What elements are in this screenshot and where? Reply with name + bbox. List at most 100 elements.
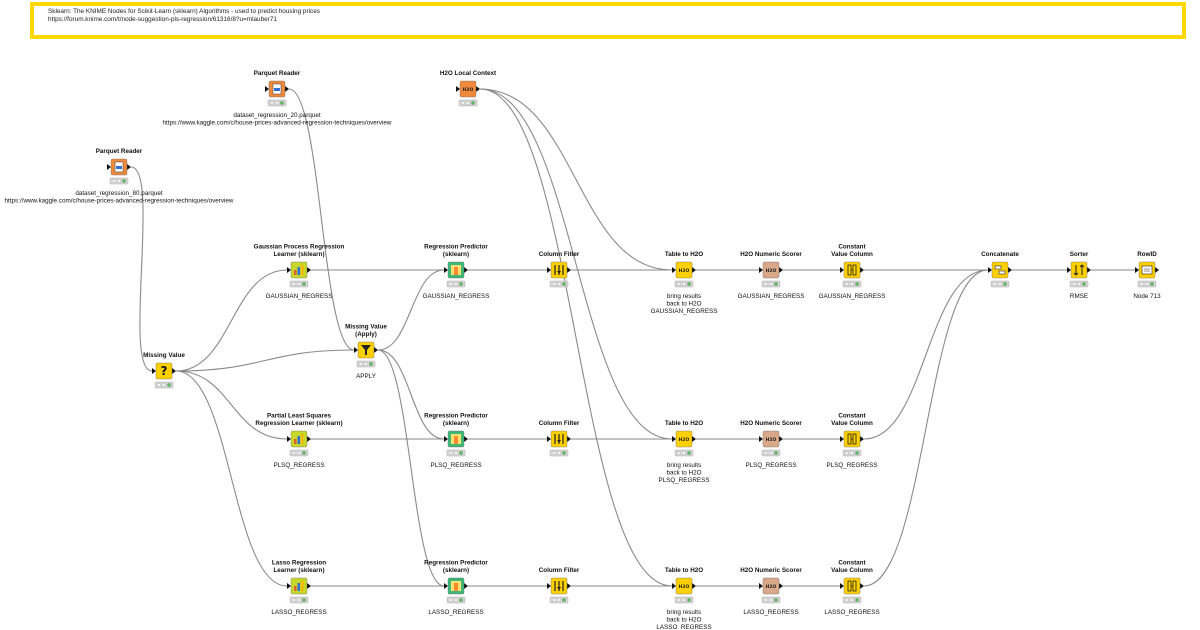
output-port[interactable] bbox=[476, 86, 480, 92]
output-port[interactable] bbox=[374, 347, 378, 353]
input-port[interactable] bbox=[547, 267, 551, 273]
connection-missing_value-gpr_learner[interactable] bbox=[175, 269, 288, 372]
input-port[interactable] bbox=[265, 86, 269, 92]
node-parquet-reader-top[interactable]: Parquet Readerdataset_regression_20.parq… bbox=[163, 70, 392, 127]
input-port[interactable] bbox=[444, 267, 448, 273]
node-parquet-reader-left[interactable]: Parquet Readerdataset_regression_80.parq… bbox=[5, 148, 234, 205]
output-port[interactable] bbox=[860, 436, 864, 442]
input-port[interactable] bbox=[840, 436, 844, 442]
input-port[interactable] bbox=[840, 583, 844, 589]
output-port[interactable] bbox=[567, 436, 571, 442]
output-port[interactable] bbox=[1155, 267, 1159, 273]
output-port[interactable] bbox=[692, 583, 696, 589]
output-port[interactable] bbox=[307, 267, 311, 273]
input-port[interactable] bbox=[759, 267, 763, 273]
input-port[interactable] bbox=[287, 436, 291, 442]
node-concatenate[interactable]: Concatenate bbox=[981, 251, 1019, 288]
input-port[interactable] bbox=[672, 436, 676, 442]
node-column-filter-1[interactable]: Column Filter bbox=[539, 251, 580, 288]
input-port[interactable] bbox=[456, 86, 460, 92]
input-port[interactable] bbox=[759, 436, 763, 442]
input-port[interactable] bbox=[759, 583, 763, 589]
node-body[interactable] bbox=[155, 362, 173, 380]
output-port[interactable] bbox=[860, 267, 864, 273]
input-port[interactable] bbox=[672, 583, 676, 589]
connection-h2o_local_context-table_to_h2o_2[interactable] bbox=[479, 88, 673, 440]
node-body[interactable] bbox=[1070, 261, 1088, 279]
output-port[interactable] bbox=[1087, 267, 1091, 273]
output-port[interactable] bbox=[779, 583, 783, 589]
node-predictor-1[interactable]: Regression Predictor(sklearn)GAUSSIAN_RE… bbox=[423, 244, 490, 301]
output-port[interactable] bbox=[779, 436, 783, 442]
output-port[interactable] bbox=[779, 267, 783, 273]
input-port[interactable] bbox=[287, 583, 291, 589]
node-body[interactable] bbox=[675, 430, 693, 448]
input-port[interactable] bbox=[988, 267, 992, 273]
input-port[interactable] bbox=[672, 267, 676, 273]
input-port[interactable] bbox=[547, 436, 551, 442]
node-body[interactable] bbox=[675, 261, 693, 279]
node-body[interactable] bbox=[675, 577, 693, 595]
workflow-annotation[interactable]: Sklearn: The KNIME Nodes for Scikit-Lear… bbox=[30, 2, 1186, 39]
output-port[interactable] bbox=[692, 436, 696, 442]
node-predictor-3[interactable]: Regression Predictor(sklearn)LASSO_REGRE… bbox=[424, 560, 488, 617]
output-port[interactable] bbox=[285, 86, 289, 92]
node-predictor-2[interactable]: Regression Predictor(sklearn)PLSQ_REGRES… bbox=[424, 413, 488, 470]
node-missing-value-apply[interactable]: Missing Value(Apply)APPLY bbox=[345, 324, 387, 381]
node-body[interactable] bbox=[762, 261, 780, 279]
input-port[interactable] bbox=[1135, 267, 1139, 273]
input-port[interactable] bbox=[547, 583, 551, 589]
node-column-filter-2[interactable]: Column Filter bbox=[539, 420, 580, 457]
connection-h2o_local_context-table_to_h2o_1[interactable] bbox=[479, 88, 673, 271]
node-body[interactable] bbox=[991, 261, 1009, 279]
input-port[interactable] bbox=[107, 164, 111, 170]
output-port[interactable] bbox=[307, 436, 311, 442]
output-port[interactable] bbox=[692, 267, 696, 273]
input-port[interactable] bbox=[840, 267, 844, 273]
output-port[interactable] bbox=[464, 583, 468, 589]
input-port[interactable] bbox=[444, 583, 448, 589]
connection-missing_value_apply-predictor_3[interactable] bbox=[377, 349, 445, 587]
connection-missing_value_apply-predictor_2[interactable] bbox=[377, 349, 445, 440]
output-port[interactable] bbox=[860, 583, 864, 589]
output-port[interactable] bbox=[464, 436, 468, 442]
output-port[interactable] bbox=[567, 583, 571, 589]
input-port[interactable] bbox=[152, 368, 156, 374]
connection-parquet_reader_left-missing_value[interactable] bbox=[130, 166, 153, 372]
input-port[interactable] bbox=[354, 347, 358, 353]
node-column-filter-3[interactable]: Column Filter bbox=[539, 567, 580, 604]
connection-parquet_reader_top-missing_value_apply[interactable] bbox=[288, 88, 355, 351]
node-body[interactable] bbox=[762, 577, 780, 595]
connection-missing_value-missing_value_apply[interactable] bbox=[175, 349, 355, 372]
input-port[interactable] bbox=[287, 267, 291, 273]
output-port[interactable] bbox=[567, 267, 571, 273]
input-port[interactable] bbox=[444, 436, 448, 442]
output-port[interactable] bbox=[464, 267, 468, 273]
output-port[interactable] bbox=[172, 368, 176, 374]
node-body[interactable] bbox=[762, 430, 780, 448]
connection-missing_value-pls_learner[interactable] bbox=[175, 370, 288, 440]
connection-missing_value_apply-predictor_1[interactable] bbox=[377, 269, 445, 351]
connection-h2o_local_context-table_to_h2o_3[interactable] bbox=[479, 88, 673, 587]
output-port[interactable] bbox=[1008, 267, 1012, 273]
output-port[interactable] bbox=[307, 583, 311, 589]
node-body[interactable] bbox=[459, 80, 477, 98]
connection-const_col_3-concatenate[interactable] bbox=[863, 269, 989, 587]
connection-missing_value-lasso_learner[interactable] bbox=[175, 370, 288, 587]
connection-const_col_2-concatenate[interactable] bbox=[863, 269, 989, 440]
